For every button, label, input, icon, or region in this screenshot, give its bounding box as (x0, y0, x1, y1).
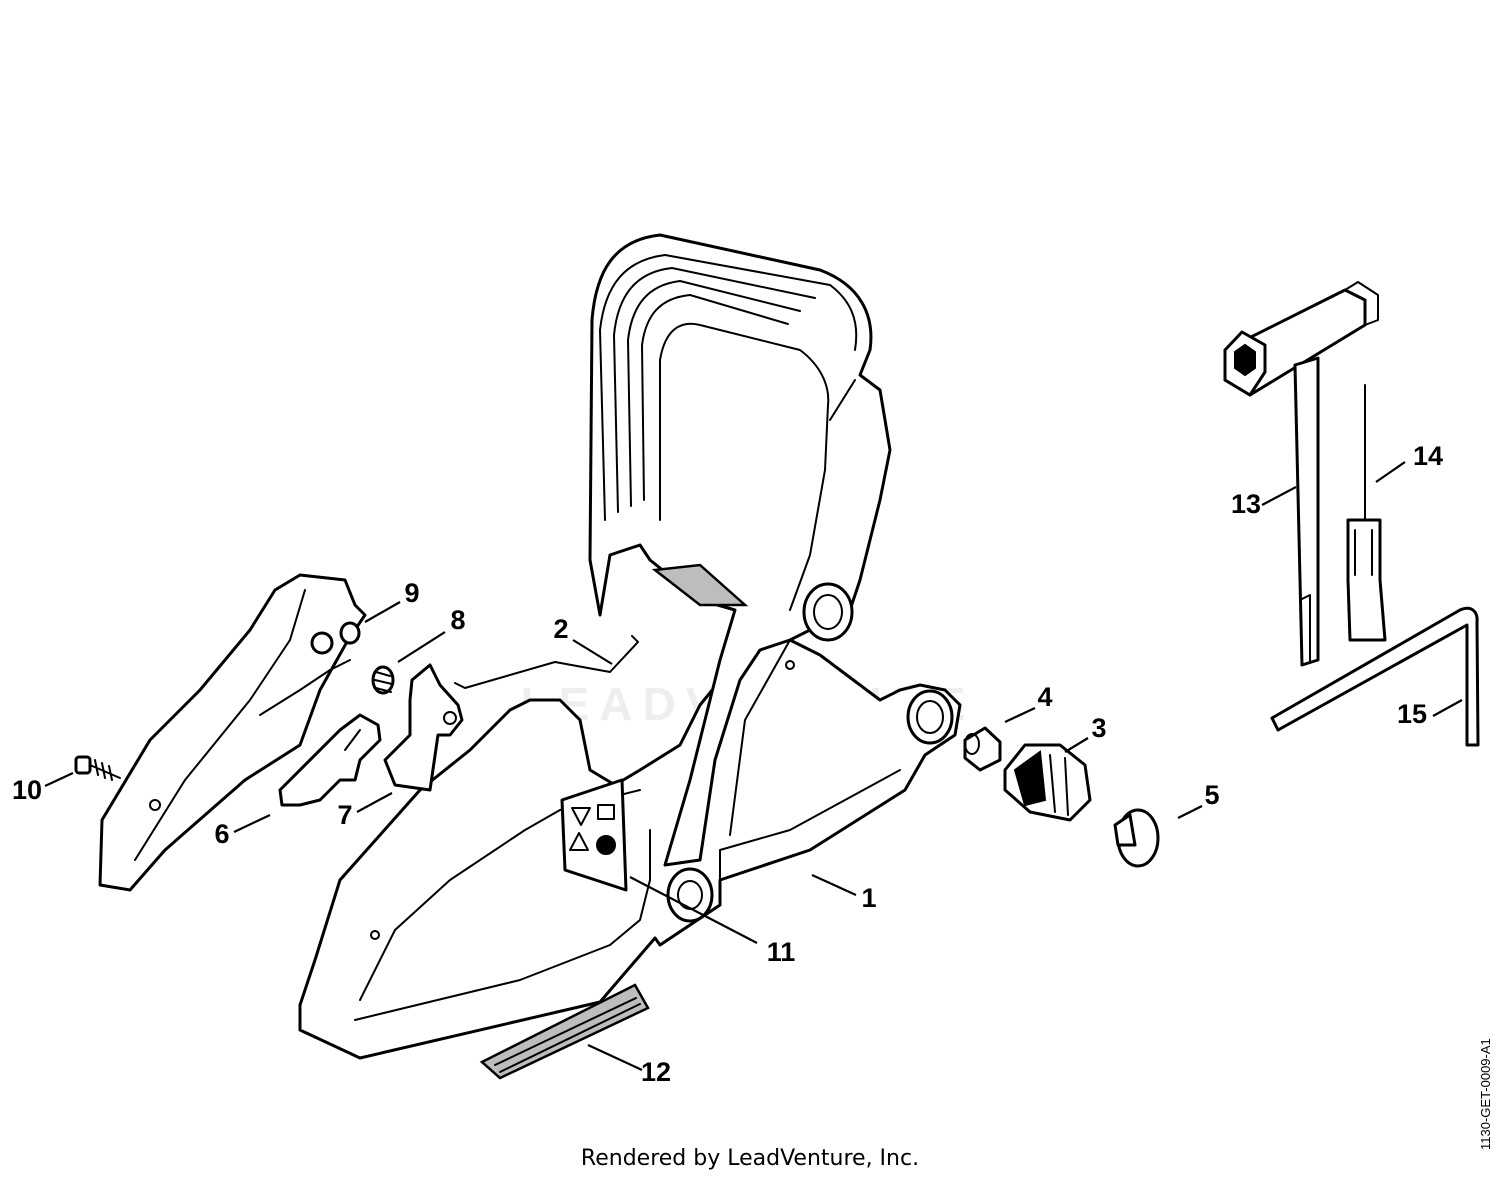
callout-12: 12 (641, 1057, 671, 1087)
part-5-plug (1113, 808, 1160, 868)
leader-lines (44, 461, 1463, 1071)
callout-10: 10 (12, 775, 42, 805)
callout-8: 8 (450, 605, 465, 635)
footer-credit: Rendered by LeadVenture, Inc. (580, 1146, 920, 1171)
part-8-torsion-spring (371, 665, 395, 695)
callout-5: 5 (1204, 780, 1219, 810)
part-3-annular-buffer (1003, 743, 1092, 822)
callout-6: 6 (214, 819, 229, 849)
callout-14: 14 (1413, 441, 1443, 471)
document-id: 1130-GET-0009-A1 (1478, 1038, 1493, 1150)
callout-7: 7 (337, 800, 352, 830)
callout-11: 11 (767, 937, 796, 967)
part-14-screwdriver (1346, 384, 1387, 642)
callout-3: 3 (1091, 713, 1106, 743)
part-13-combination-wrench (1223, 281, 1379, 667)
callout-9: 9 (404, 578, 419, 608)
callout-1: 1 (861, 883, 876, 913)
part-12-plate (479, 983, 650, 1080)
part-15-hex-key (1270, 606, 1480, 747)
part-10-screw (74, 755, 121, 781)
part-2-wire-spring (454, 635, 639, 689)
callout-13: 13 (1231, 489, 1261, 519)
part-7-throttle-trigger (383, 663, 464, 792)
part-6-interlock-lever (278, 713, 382, 807)
part-1-handle-frame (298, 233, 962, 1060)
callout-15: 15 (1397, 699, 1427, 729)
callout-2: 2 (553, 614, 568, 644)
part-4-sleeve (963, 726, 1002, 772)
callout-labels: 1 2 3 4 5 6 7 8 9 10 11 12 13 14 15 (12, 441, 1443, 1087)
callout-4: 4 (1037, 682, 1052, 712)
part-9-handle-cover (98, 573, 367, 892)
